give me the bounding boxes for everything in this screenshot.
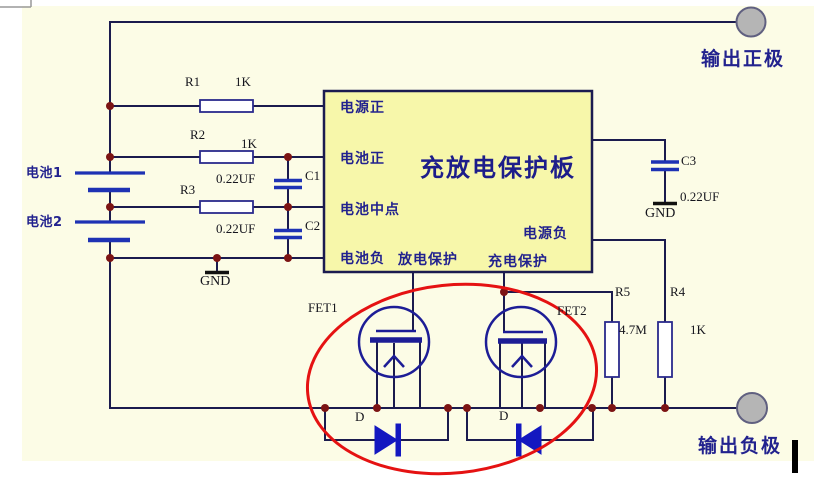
- junction-dot: [284, 203, 292, 211]
- label-r5-value: 4.7M: [619, 322, 647, 337]
- capacitor-c3-plates: [651, 160, 679, 172]
- label-gnd-right: GND: [645, 206, 676, 221]
- junction-dots: [106, 102, 669, 412]
- resistor-r3-body: [199, 200, 254, 214]
- junction-dot: [588, 404, 596, 412]
- output-negative-terminal: [736, 392, 768, 424]
- fet1-arrow: [383, 354, 405, 368]
- pin-power-negative: 电源负: [523, 226, 568, 242]
- label-r5-ref: R5: [615, 284, 631, 299]
- label-c3-ref: C3: [681, 153, 697, 168]
- label-c1-ref: C1: [305, 168, 321, 183]
- highlight-ellipse: [305, 282, 599, 476]
- fet2-symbol: [484, 305, 558, 379]
- junction-dot: [373, 404, 381, 412]
- wire-diode1-loop: [324, 407, 449, 441]
- ground-symbols: [205, 201, 677, 275]
- junction-dot: [536, 404, 544, 412]
- pin-charge-protect: 充电保护: [488, 254, 548, 270]
- label-battery1: 电池1: [26, 166, 63, 181]
- fet2-envelope: [484, 305, 558, 379]
- label-r4-ref: R4: [670, 284, 686, 299]
- label-gnd-left: GND: [200, 274, 231, 289]
- junction-dot: [284, 254, 292, 262]
- pin-battery-positive: 电池正: [340, 151, 385, 167]
- text-cursor-artifact: [792, 440, 798, 473]
- battery-cells: [75, 171, 145, 243]
- pin-discharge-protect: 放电保护: [398, 252, 458, 268]
- label-r2-value: 1K: [241, 136, 257, 151]
- junction-dot: [106, 102, 114, 110]
- label-battery2: 电池2: [26, 215, 63, 230]
- capacitor-c1-plates: [274, 178, 302, 190]
- pin-battery-midpoint: 电池中点: [340, 202, 400, 218]
- label-fet1-ref: FET1: [308, 300, 338, 315]
- fet2-arrow: [511, 354, 533, 368]
- label-r1-ref: R1: [185, 74, 201, 89]
- junction-dot: [463, 404, 471, 412]
- junction-dot: [500, 288, 508, 296]
- wire-charge-gate-r5: [503, 271, 613, 409]
- label-r1-value: 1K: [235, 74, 251, 89]
- label-output-negative: 输出负极: [698, 435, 783, 457]
- junction-dot: [661, 404, 669, 412]
- junction-dot: [106, 203, 114, 211]
- fet1-envelope: [357, 305, 431, 379]
- junction-dot: [284, 153, 292, 161]
- label-c2-value: 0.22UF: [216, 221, 256, 236]
- diode1-triangle: [374, 425, 398, 455]
- junction-dot: [213, 254, 221, 262]
- label-c2-ref: C2: [305, 218, 321, 233]
- resistor-r5-body: [604, 321, 620, 378]
- junction-dot: [321, 404, 329, 412]
- label-r3-ref: R3: [180, 182, 196, 197]
- diode2-triangle: [518, 425, 542, 455]
- protection-board-body: [322, 89, 594, 274]
- junction-dot: [608, 404, 616, 412]
- output-positive-terminal: [735, 6, 767, 38]
- board-title: 充放电保护板: [420, 154, 576, 182]
- resistor-r2-body: [199, 150, 254, 164]
- diode1-cathode-bar: [395, 423, 401, 457]
- capacitor-c2-plates: [274, 228, 302, 240]
- pin-power-positive: 电源正: [340, 100, 385, 116]
- label-output-positive: 输出正极: [701, 48, 786, 70]
- label-r4-value: 1K: [690, 322, 706, 337]
- label-fet1-drain: D: [355, 409, 365, 424]
- pin-battery-negative: 电池负: [340, 251, 385, 267]
- label-c1-value: 0.22UF: [216, 171, 256, 186]
- resistor-r4-body: [657, 321, 673, 378]
- junction-dot: [106, 153, 114, 161]
- label-c3-value: 0.22UF: [680, 189, 720, 204]
- junction-dot: [106, 254, 114, 262]
- junction-dot: [444, 404, 452, 412]
- label-fet2-drain: D: [499, 408, 509, 423]
- body-diodes: [374, 423, 542, 457]
- diode2-cathode-bar: [516, 423, 522, 457]
- resistors: [199, 99, 673, 378]
- resistor-r1-body: [199, 99, 254, 113]
- window-corner-artifact: [0, 0, 32, 8]
- label-fet2-ref: FET2: [557, 303, 587, 318]
- capacitors: [274, 160, 679, 240]
- wire-c3-branch: [591, 139, 666, 203]
- fet1-symbol: [357, 305, 431, 379]
- wire-powerneg-r4: [591, 239, 666, 409]
- label-r2-ref: R2: [190, 127, 206, 142]
- wire-diode2-loop: [466, 407, 594, 441]
